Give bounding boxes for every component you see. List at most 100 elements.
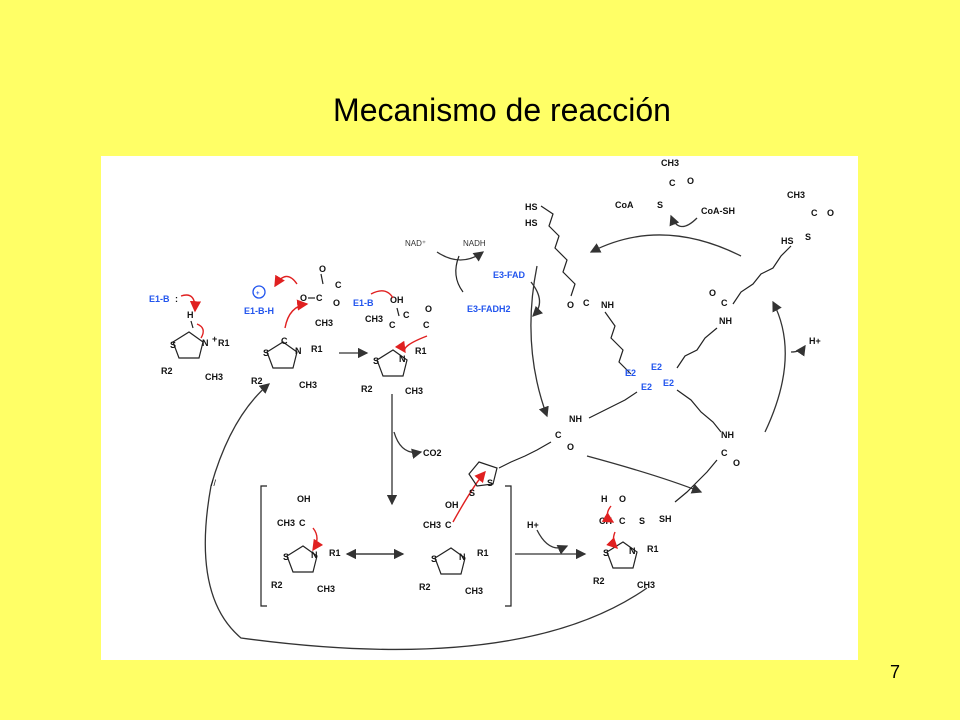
o-label-10: O — [567, 442, 574, 452]
e1-b-label-2: E1-B — [353, 298, 374, 308]
co2-label: CO2 — [423, 448, 442, 458]
r2-label-6: R2 — [593, 576, 605, 586]
e2-label-2: E2 — [651, 362, 662, 372]
c-label-2b: C — [316, 293, 323, 303]
r2-label-3: R2 — [361, 384, 373, 394]
coa-group: CH3 C O CoA S CoA-SH — [615, 158, 735, 228]
r2-label-5: R2 — [419, 582, 431, 592]
c-label-2c: C — [335, 280, 342, 290]
o-label-12: O — [687, 176, 694, 186]
svg-text:+: + — [212, 334, 217, 344]
h-plus-label-1: H+ — [527, 520, 539, 530]
o-label-7: O — [567, 300, 574, 310]
n-label-1: N — [202, 338, 209, 348]
o-label-3a: O — [425, 304, 432, 314]
ylide-pyruvate-group: + E1-B-H S C N R1 R2 CH3 O O C C O CH3 — [244, 264, 342, 390]
ch3-label-6: CH3 — [637, 580, 655, 590]
h-label-1: H — [187, 310, 194, 320]
e2-lipoyl-cycle-group: HS HS O C NH E2 CH3 C O HS S O C NH E2 E… — [468, 190, 834, 503]
s-label-10b: S — [487, 478, 493, 488]
ch3-label-1: CH3 — [205, 372, 223, 382]
s-label-3: S — [373, 356, 379, 366]
r2-label-1: R2 — [161, 366, 173, 376]
o-label-6: O — [619, 494, 626, 504]
s-label-1: S — [170, 340, 176, 350]
r1-label-3: R1 — [415, 346, 427, 356]
ch3-label-4b: CH3 — [317, 584, 335, 594]
s-label-6b: S — [603, 548, 609, 558]
nh-label-1: NH — [601, 300, 614, 310]
nad-label: NAD⁺ — [405, 239, 426, 248]
svg-text://: // — [211, 478, 217, 488]
r2-label-4: R2 — [271, 580, 283, 590]
nh-label-4: NH — [721, 430, 734, 440]
ch3-label-2b: CH3 — [315, 318, 333, 328]
ch3-label-4: CH3 — [277, 518, 295, 528]
s-label-5: S — [431, 554, 437, 564]
o-label-11: O — [733, 458, 740, 468]
n-label-4: N — [311, 550, 318, 560]
c-label-11: C — [721, 448, 728, 458]
hydroxyethyl-lipoyl-adduct-group: H O CH C S SH S N R1 R2 CH3 — [593, 494, 672, 590]
ch3-label-5: CH3 — [423, 520, 441, 530]
e2-label-1: E2 — [625, 368, 636, 378]
hs-label-1: HS — [525, 202, 538, 212]
e3-fad-nad-group: NAD⁺ NADH E3-FAD E3-FADH2 — [397, 234, 544, 317]
sh-label-6: SH — [659, 514, 672, 524]
c-label-2: C — [281, 336, 288, 346]
n-label-2: N — [295, 346, 302, 356]
c-label-9: C — [721, 298, 728, 308]
h-plus-label-2: H+ — [809, 336, 821, 346]
ch3-label-8: CH3 — [661, 158, 679, 168]
nh-label-2: NH — [719, 316, 732, 326]
reaction-mechanism-figure: E1-B : H S N + R1 R2 CH3 + E1-B-H S C N … — [101, 156, 858, 660]
nadh-label: NADH — [463, 239, 486, 248]
c-label-6: C — [619, 516, 626, 526]
c-label-3c: C — [389, 320, 396, 330]
ch3-label-3b: CH3 — [405, 386, 423, 396]
slide-title: Mecanismo de reacción — [333, 92, 671, 128]
c-label-10: C — [555, 430, 562, 440]
e1-b-label-1: E1-B — [149, 294, 170, 304]
c-label-3b: C — [423, 320, 430, 330]
e1-base-thiazolium-group: E1-B : H S N + R1 R2 CH3 — [149, 294, 230, 382]
mechanism-diagram: E1-B : H S N + R1 R2 CH3 + E1-B-H S C N … — [149, 158, 834, 651]
o-label-9: O — [709, 288, 716, 298]
ch3-label-3a: CH3 — [365, 314, 383, 324]
n-label-3: N — [399, 354, 406, 364]
n-label-5: N — [459, 552, 466, 562]
r1-label-1: R1 — [218, 338, 230, 348]
s-label-4: S — [283, 552, 289, 562]
hs-label-2: HS — [525, 218, 538, 228]
svg-text:+: + — [256, 291, 260, 297]
hs-label-3: HS — [781, 236, 794, 246]
c-label-8: C — [811, 208, 818, 218]
c-label-3a: C — [403, 310, 410, 320]
e3-fadh2-label: E3-FADH2 — [467, 304, 511, 314]
o-label-8: O — [827, 208, 834, 218]
c-label-7: C — [583, 298, 590, 308]
nh-label-3: NH — [569, 414, 582, 424]
r1-label-2: R1 — [311, 344, 323, 354]
r2-label-2: R2 — [251, 376, 263, 386]
e2-label-4: E2 — [663, 378, 674, 388]
coa-sh-label: CoA-SH — [701, 206, 735, 216]
s-label-10a: S — [469, 488, 475, 498]
page-number: 7 — [890, 662, 901, 682]
o-label-2a: O — [319, 264, 326, 274]
r1-label-5: R1 — [477, 548, 489, 558]
s-label-8: S — [805, 232, 811, 242]
oh-label-3: OH — [390, 295, 404, 305]
r1-label-4: R1 — [329, 548, 341, 558]
h-label-6: H — [601, 494, 608, 504]
ch3-label-7: CH3 — [787, 190, 805, 200]
n-label-6: N — [629, 546, 636, 556]
e3-fad-label: E3-FAD — [493, 270, 526, 280]
s-label-6a: S — [639, 516, 645, 526]
e2-label-3: E2 — [641, 382, 652, 392]
svg-text::: : — [175, 294, 178, 304]
c-label-12: C — [669, 178, 676, 188]
ch-label-6: CH — [599, 516, 612, 526]
oh-label-5: OH — [445, 500, 459, 510]
ch3-label-2: CH3 — [299, 380, 317, 390]
